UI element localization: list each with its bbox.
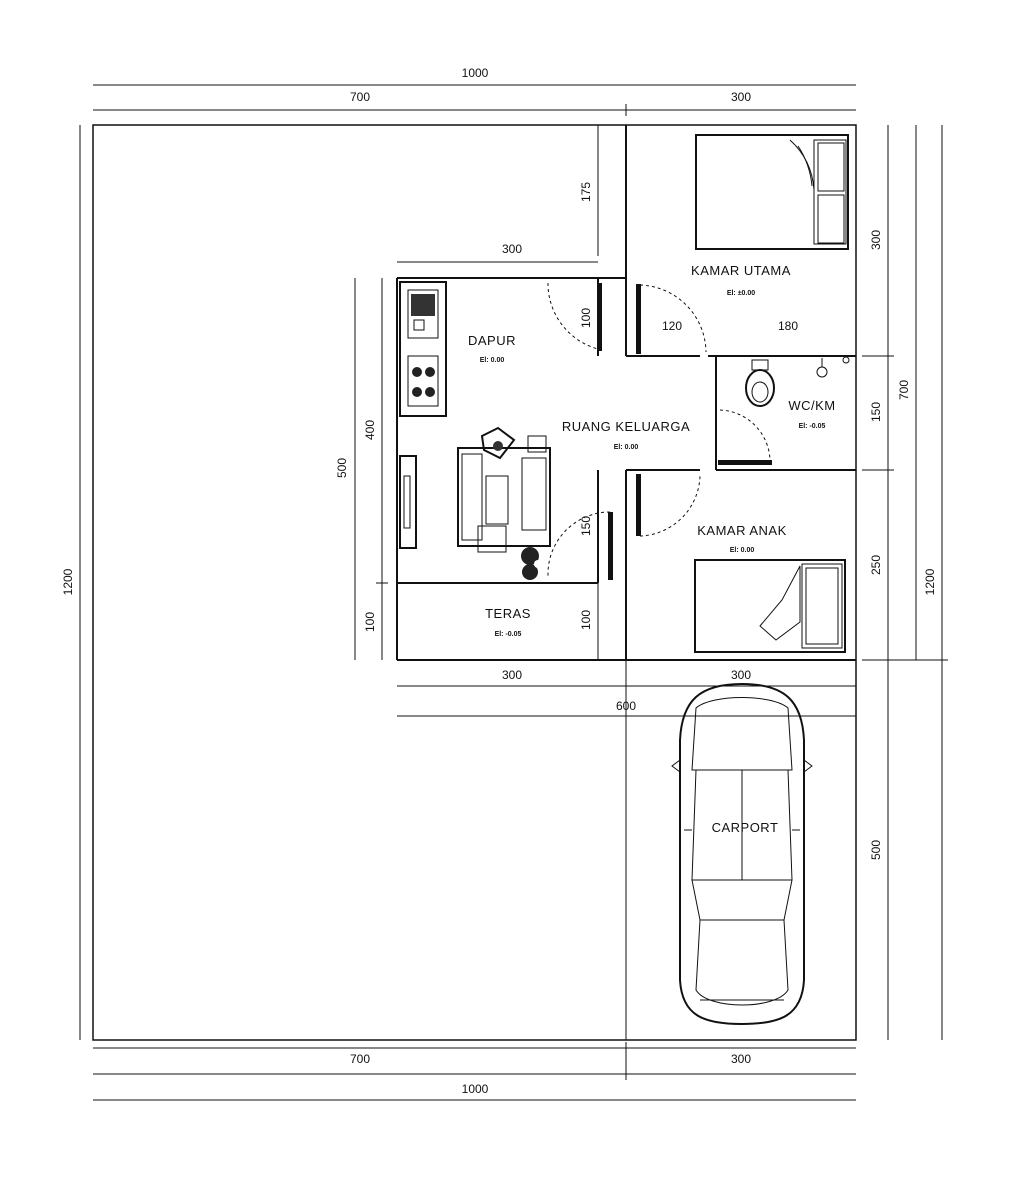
dim-left-inner: 400 (363, 420, 377, 440)
room-teras-elevation: El: -0.05 (495, 631, 522, 638)
dim-bottom-right: 300 (731, 1052, 751, 1066)
toilet-icon (745, 359, 775, 407)
shower-icon (816, 356, 850, 378)
plot-boundary (92, 124, 857, 1041)
room-keluarga-label: RUANG KELUARGA (562, 419, 690, 434)
plant-icon (521, 547, 542, 580)
room-kamar-utama-label: KAMAR UTAMA (691, 263, 791, 278)
house-walls (396, 125, 856, 661)
door-dapur (547, 281, 603, 351)
kitchen-counter-icon (399, 281, 447, 417)
dim-left-house: 500 (335, 458, 349, 478)
dim-left-total: 1200 (61, 568, 75, 595)
room-kamar-utama-elevation: El: ±0.00 (727, 290, 755, 297)
room-kamar-anak-label: KAMAR ANAK (697, 523, 787, 538)
room-keluarga-elevation: El: 0.00 (614, 444, 639, 451)
dim-right-total: 1200 (923, 568, 937, 595)
dim-right-kamar-utama: 300 (869, 230, 883, 250)
dim-dapur-width: 300 (502, 242, 522, 256)
bed-kamar-utama-icon (695, 134, 849, 250)
dim-dapur-door: 100 (579, 308, 593, 328)
dim-right-wc: 150 (869, 402, 883, 422)
dimension-lines (79, 84, 948, 1101)
car-icon (671, 682, 813, 1026)
dim-bottom-house-left: 300 (502, 668, 522, 682)
dim-teras-depth: 100 (579, 610, 593, 630)
dim-top-left: 700 (350, 90, 370, 104)
dim-kamar-utama-depth: 175 (579, 182, 593, 202)
dim-bottom-house-right: 300 (731, 668, 751, 682)
dim-wc-width: 180 (778, 319, 798, 333)
dim-right-kamar-anak: 250 (869, 555, 883, 575)
cabinet-icon (399, 455, 417, 549)
room-kamar-anak-elevation: El: 0.00 (730, 547, 755, 554)
dim-top-right: 300 (731, 90, 751, 104)
dim-bottom-left: 700 (350, 1052, 370, 1066)
room-dapur-label: DAPUR (468, 333, 516, 348)
room-carport-label: CARPORT (712, 820, 779, 835)
dim-carport-depth: 500 (869, 840, 883, 860)
dim-bottom-total: 1000 (462, 1082, 489, 1096)
room-dapur-elevation: El: 0.00 (480, 357, 505, 364)
room-wc-label: WC/KM (788, 398, 835, 413)
room-wc-elevation: El: -0.05 (799, 423, 826, 430)
dim-kamar-utama-door: 120 (662, 319, 682, 333)
bed-kamar-anak-icon (694, 559, 846, 653)
dim-left-teras: 100 (363, 612, 377, 632)
room-teras-label: TERAS (485, 606, 531, 621)
door-wc (718, 409, 772, 465)
door-keluarga (547, 511, 613, 580)
dim-top-total: 1000 (462, 66, 489, 80)
dim-right-house: 700 (897, 380, 911, 400)
dim-keluarga-opening: 150 (579, 516, 593, 536)
sofa-set-icon (457, 426, 551, 553)
door-kamar-anak (636, 474, 701, 537)
dim-bottom-house-total: 600 (616, 699, 636, 713)
door-kamar-utama (636, 284, 707, 354)
